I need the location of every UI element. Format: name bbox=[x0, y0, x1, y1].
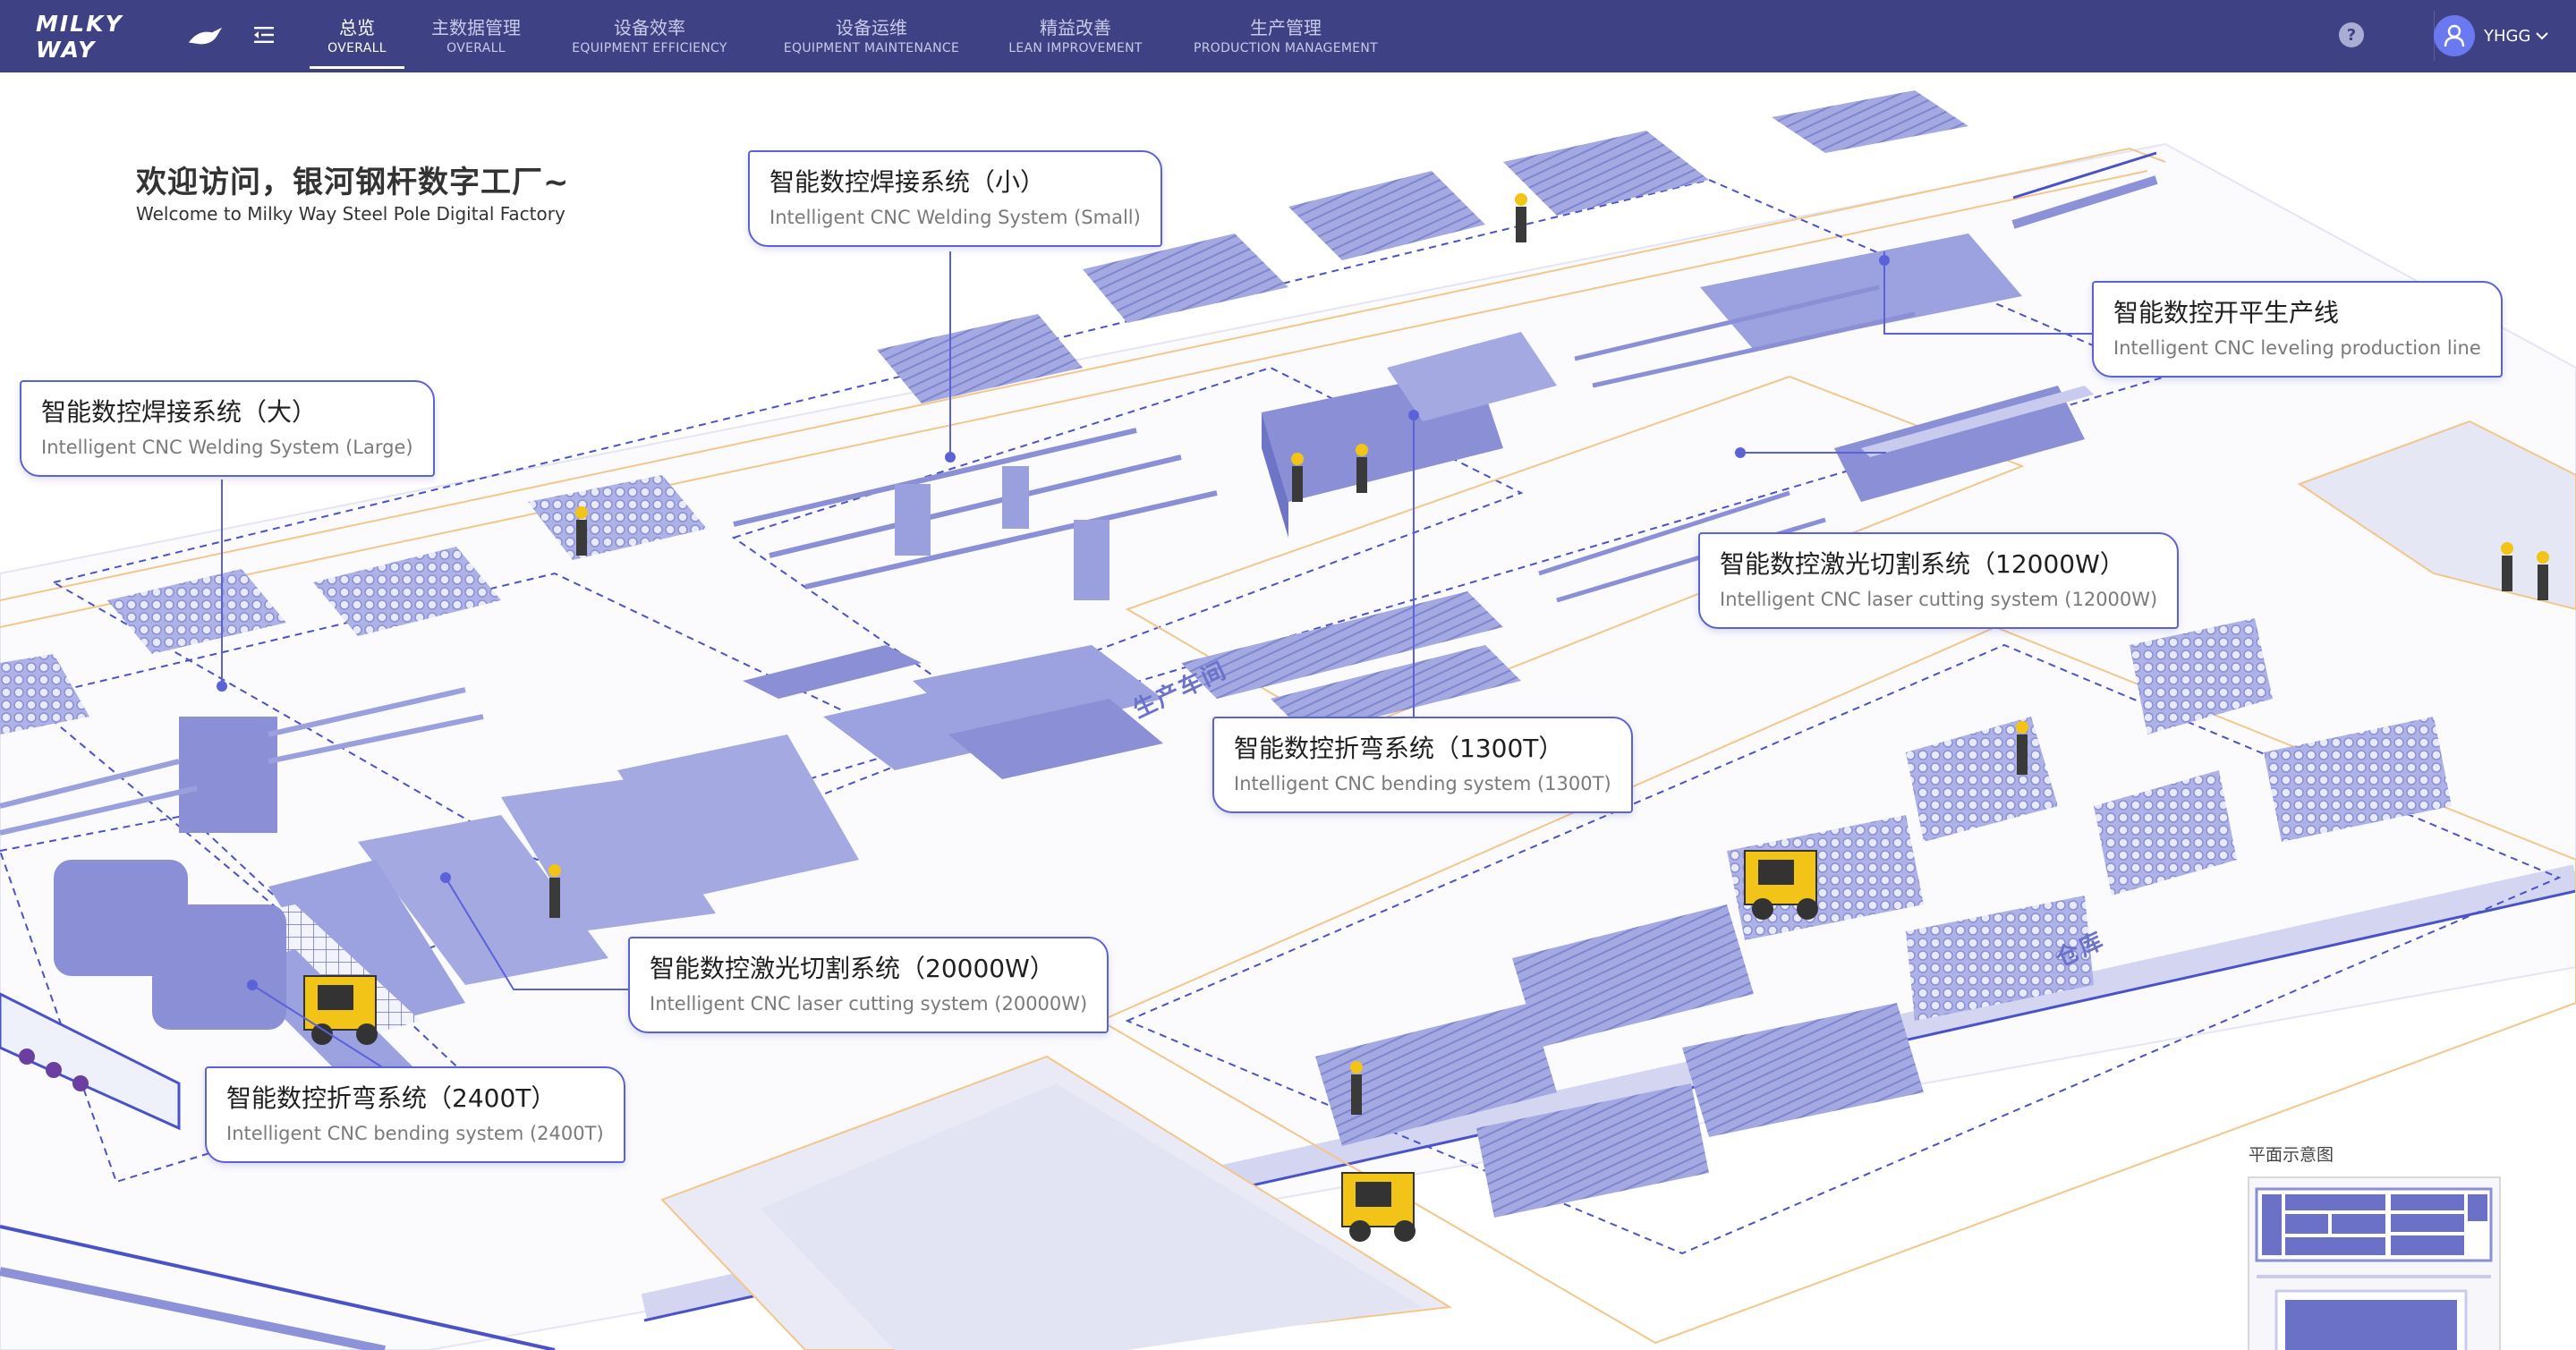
tab-label-en: EQUIPMENT EFFICIENCY bbox=[572, 40, 727, 55]
tab-equipment-efficiency[interactable]: 设备效率 EQUIPMENT EFFICIENCY bbox=[542, 0, 757, 72]
callout-title-cn: 智能数控焊接系统（小） bbox=[769, 167, 1046, 197]
callout-bending-1300t[interactable]: 智能数控折弯系统（1300T） Intelligent CNC bending … bbox=[1212, 717, 1633, 813]
tab-overall[interactable]: 总览 OVERALL bbox=[304, 0, 410, 72]
tab-label-cn: 主数据管理 bbox=[431, 16, 521, 38]
forklift-left bbox=[303, 975, 378, 1045]
tab-production-management[interactable]: 生产管理 PRODUCTION MANAGEMENT bbox=[1165, 0, 1407, 72]
tab-label-en: EQUIPMENT MAINTENANCE bbox=[783, 40, 960, 55]
tab-label-cn: 总览 bbox=[339, 16, 375, 38]
callout-title-en: Intelligent CNC bending system (2400T) bbox=[226, 1123, 604, 1144]
callout-laser-12000w[interactable]: 智能数控激光切割系统（12000W） Intelligent CNC laser… bbox=[1698, 532, 2180, 629]
callout-title-en: Intelligent CNC bending system (1300T) bbox=[1234, 773, 1611, 794]
callout-title-cn: 智能数控激光切割系统（20000W） bbox=[650, 954, 1055, 983]
callout-title-cn: 智能数控开平生产线 bbox=[2113, 298, 2340, 327]
callout-welding-large[interactable]: 智能数控焊接系统（大） Intelligent CNC Welding Syst… bbox=[20, 380, 435, 477]
callout-title-en: Intelligent CNC Welding System (Small) bbox=[769, 207, 1141, 228]
main-nav: 总览 OVERALL 主数据管理 OVERALL 设备效率 EQUIPMENT … bbox=[304, 0, 1407, 72]
tab-label-cn: 设备运维 bbox=[836, 16, 907, 38]
callout-leveling-line[interactable]: 智能数控开平生产线 Intelligent CNC leveling produ… bbox=[2092, 281, 2503, 378]
callout-bending-2400t[interactable]: 智能数控折弯系统（2400T） Intelligent CNC bending … bbox=[205, 1066, 625, 1163]
callout-title-cn: 智能数控激光切割系统（12000W） bbox=[1720, 549, 2125, 579]
tab-equipment-maintenance[interactable]: 设备运维 EQUIPMENT MAINTENANCE bbox=[757, 0, 986, 72]
tab-label-en: PRODUCTION MANAGEMENT bbox=[1193, 40, 1379, 55]
logo-bird-icon bbox=[188, 27, 223, 45]
callout-welding-small[interactable]: 智能数控焊接系统（小） Intelligent CNC Welding Syst… bbox=[748, 150, 1162, 247]
avatar bbox=[2434, 15, 2475, 56]
minimap[interactable] bbox=[2248, 1176, 2501, 1350]
user-icon bbox=[2444, 24, 2465, 47]
callout-title-en: Intelligent CNC laser cutting system (20… bbox=[650, 993, 1088, 1015]
callout-title-cn: 智能数控折弯系统（1300T） bbox=[1234, 734, 1564, 763]
minimap-title: 平面示意图 bbox=[2249, 1145, 2334, 1165]
tab-label-cn: 设备效率 bbox=[614, 16, 685, 38]
help-icon[interactable]: ? bbox=[2339, 22, 2364, 47]
tab-master-data[interactable]: 主数据管理 OVERALL bbox=[410, 0, 542, 72]
top-navigation-bar: MILKY WAY 总览 OVERALL 主数据管理 OVERALL 设备效率 … bbox=[0, 0, 2576, 72]
tab-lean-improvement[interactable]: 精益改善 LEAN IMPROVEMENT bbox=[986, 0, 1165, 72]
tab-label-en: OVERALL bbox=[446, 40, 506, 55]
callout-title-en: Intelligent CNC Welding System (Large) bbox=[41, 437, 413, 458]
user-menu[interactable]: YHGG bbox=[2434, 15, 2549, 56]
tab-label-cn: 生产管理 bbox=[1250, 16, 1322, 38]
tab-label-cn: 精益改善 bbox=[1040, 16, 1111, 38]
menu-collapse-icon[interactable] bbox=[251, 21, 277, 48]
tab-label-en: LEAN IMPROVEMENT bbox=[1008, 40, 1143, 55]
callout-title-cn: 智能数控焊接系统（大） bbox=[41, 397, 318, 427]
logo-text: MILKY WAY bbox=[36, 11, 123, 63]
welcome-subtitle: Welcome to Milky Way Steel Pole Digital … bbox=[136, 203, 565, 225]
minimap-layout bbox=[2255, 1187, 2493, 1350]
factory-3d-scene[interactable]: 欢迎访问，银河钢杆数字工厂~ Welcome to Milky Way Stee… bbox=[0, 72, 2576, 1350]
callout-title-en: Intelligent CNC leveling production line bbox=[2113, 337, 2481, 359]
chevron-down-icon bbox=[2536, 32, 2549, 40]
callout-title-cn: 智能数控折弯系统（2400T） bbox=[226, 1083, 557, 1113]
callout-laser-20000w[interactable]: 智能数控激光切割系统（20000W） Intelligent CNC laser… bbox=[628, 937, 1109, 1033]
tab-label-en: OVERALL bbox=[327, 40, 387, 55]
welcome-title: 欢迎访问，银河钢杆数字工厂~ bbox=[136, 165, 570, 200]
callout-title-en: Intelligent CNC laser cutting system (12… bbox=[1720, 589, 2158, 610]
user-name: YHGG bbox=[2484, 26, 2531, 46]
milky-way-logo[interactable]: MILKY WAY bbox=[36, 11, 224, 63]
